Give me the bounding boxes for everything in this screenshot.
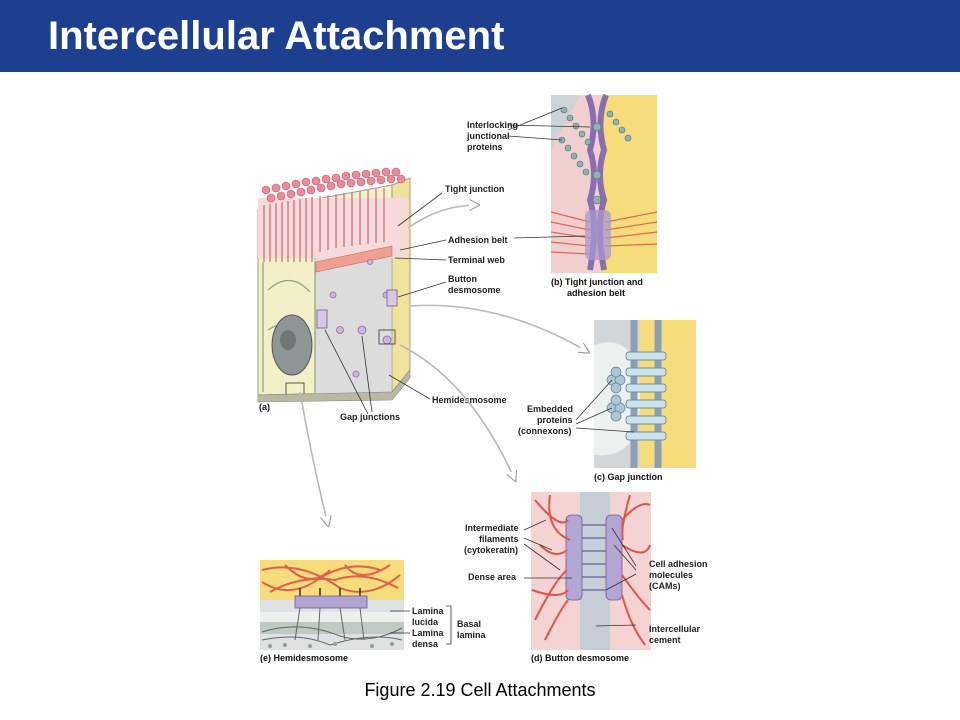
label-cement-2: cement: [649, 635, 681, 645]
panel-e-hemidesmosome: [260, 560, 404, 650]
label-cam-2: molecules: [649, 570, 693, 580]
panel-a-cell-block: [257, 167, 411, 403]
label-hemidesmosome: Hemidesmosome: [432, 395, 507, 405]
label-dense-area: Dense area: [468, 572, 517, 582]
panel-a-leader-lines: [324, 192, 447, 415]
label-lamina-densa-2: densa: [412, 639, 439, 649]
panel-c-caption: (c) Gap junction: [594, 472, 663, 482]
panel-d-button-desmosome: [531, 492, 651, 650]
microvilli: [261, 167, 406, 262]
panel-b-tight-junction: [550, 93, 658, 273]
label-gap-junctions: Gap junctions: [340, 412, 400, 422]
label-cam-3: (CAMs): [649, 581, 681, 591]
label-intermediate-1: Intermediate: [465, 523, 519, 533]
label-intermediate-3: (cytokeratin): [464, 545, 518, 555]
zoom-arrows: [299, 205, 588, 525]
panel-b-caption-2: adhesion belt: [567, 288, 625, 298]
panel-e-caption: (e) Hemidesmosome: [260, 653, 348, 663]
label-lamina-lucida-2: lucida: [412, 617, 439, 627]
label-embedded-2: proteins: [537, 415, 573, 425]
label-basal-2: lamina: [457, 630, 487, 640]
label-lamina-lucida-1: Lamina: [412, 606, 445, 616]
label-cement-1: Intercellular: [649, 624, 701, 634]
label-lamina-densa-1: Lamina: [412, 628, 445, 638]
label-tight-junction: Tight junction: [445, 184, 504, 194]
label-interlocking-1: Interlocking: [467, 120, 518, 130]
label-interlocking-3: proteins: [467, 142, 503, 152]
label-basal-1: Basal: [457, 619, 481, 629]
label-terminal-web: Terminal web: [448, 255, 505, 265]
label-adhesion-belt: Adhesion belt: [448, 235, 508, 245]
panel-c-gap-junction: [594, 320, 696, 468]
panel-b-caption-1: (b) Tight junction and: [551, 277, 643, 287]
panel-a-letter: (a): [259, 402, 270, 412]
panel-d-caption: (d) Button desmosome: [531, 653, 629, 663]
slide-title: Intercellular Attachment: [48, 14, 505, 58]
label-button-desmosome-2: desmosome: [448, 285, 501, 295]
title-bar: Intercellular Attachment: [0, 0, 960, 72]
label-embedded-3: (connexons): [518, 426, 572, 436]
label-intermediate-2: filaments: [479, 534, 519, 544]
label-embedded-1: Embedded: [527, 404, 573, 414]
label-interlocking-2: junctional: [466, 131, 510, 141]
label-button-desmosome-1: Button: [448, 274, 477, 284]
label-cam-1: Cell adhesion: [649, 559, 708, 569]
figure-caption: Figure 2.19 Cell Attachments: [364, 680, 596, 700]
